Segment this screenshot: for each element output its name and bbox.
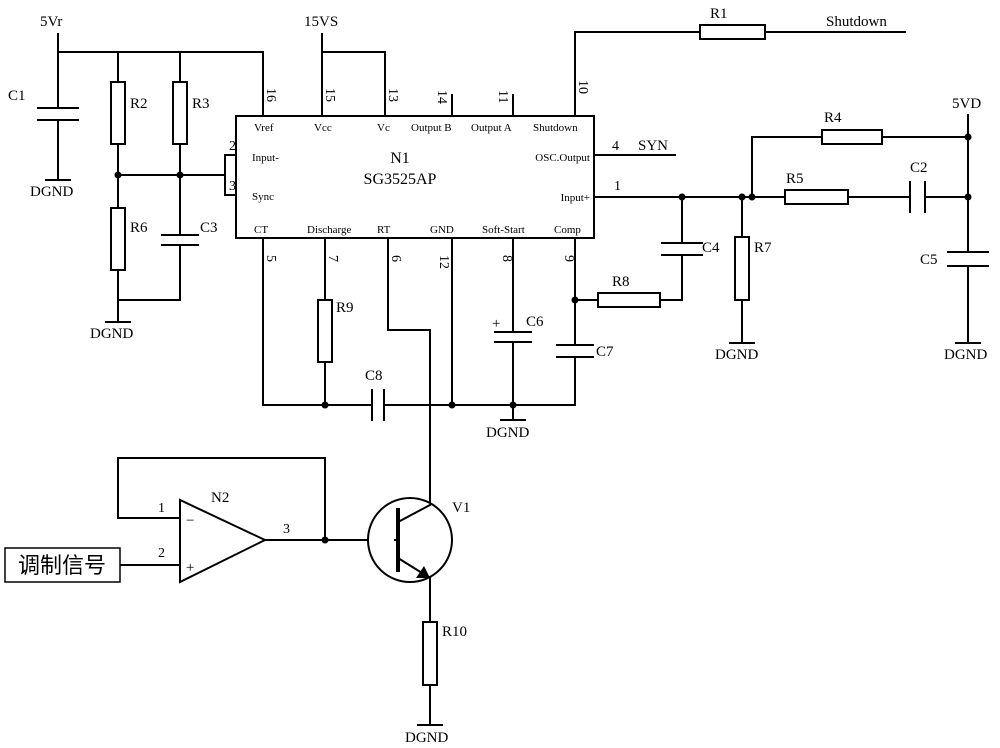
c6-polarity-plus: + bbox=[492, 316, 500, 332]
pin-name-ct: CT bbox=[254, 224, 268, 236]
ic-sg3525ap: N1 SG3525AP Vref Vcc Vc Output B Output … bbox=[229, 80, 621, 269]
chip-designator: N1 bbox=[390, 150, 410, 167]
pin-number-7: 7 bbox=[325, 255, 340, 262]
capacitor-c1 bbox=[38, 108, 78, 120]
pin-name-input-plus: Input+ bbox=[561, 192, 590, 204]
pin-name-vcc: Vcc bbox=[314, 122, 332, 134]
ground-label-4: DGND bbox=[944, 347, 987, 363]
pin-number-16: 16 bbox=[263, 88, 278, 102]
pin-number-2: 2 bbox=[229, 139, 236, 154]
label-c2: C2 bbox=[910, 160, 928, 176]
opamp-pin-2: 2 bbox=[158, 546, 165, 561]
capacitor-c7 bbox=[557, 345, 593, 357]
label-c8: C8 bbox=[365, 368, 383, 384]
capacitor-c4 bbox=[662, 243, 702, 255]
capacitor-c3 bbox=[162, 235, 198, 245]
capacitor-c5 bbox=[948, 252, 988, 266]
label-r10: R10 bbox=[442, 624, 467, 640]
resistor-r7 bbox=[735, 237, 749, 300]
pin-name-osc-output: OSC.Output bbox=[535, 152, 590, 164]
label-c6: C6 bbox=[526, 314, 544, 330]
label-r4: R4 bbox=[824, 110, 842, 126]
pin-number-10: 10 bbox=[575, 80, 590, 94]
rail-15vs-label: 15VS bbox=[304, 14, 338, 30]
pin-number-5: 5 bbox=[263, 255, 278, 262]
chip-part-number: SG3525AP bbox=[364, 171, 437, 188]
resistor-r4 bbox=[822, 130, 882, 144]
pin-number-6: 6 bbox=[388, 255, 403, 262]
ground-label-3: DGND bbox=[715, 347, 758, 363]
label-r7: R7 bbox=[754, 240, 772, 256]
opamp-pin-1: 1 bbox=[158, 501, 165, 516]
resistor-r10 bbox=[423, 622, 437, 685]
label-n2: N2 bbox=[211, 490, 229, 506]
pin-name-rt: RT bbox=[377, 224, 391, 236]
input-signal-label: 调制信号 bbox=[18, 554, 106, 579]
pin-number-1: 1 bbox=[614, 179, 621, 194]
label-r9: R9 bbox=[336, 300, 354, 316]
label-v1: V1 bbox=[452, 500, 470, 516]
resistor-r1 bbox=[700, 25, 765, 39]
label-r2: R2 bbox=[130, 96, 148, 112]
pin-name-discharge: Discharge bbox=[307, 224, 352, 236]
label-c4: C4 bbox=[702, 240, 720, 256]
pin-name-soft-start: Soft-Start bbox=[482, 224, 525, 236]
opamp-pin-3: 3 bbox=[283, 522, 290, 537]
pin-number-13: 13 bbox=[385, 88, 400, 102]
pin-number-14: 14 bbox=[434, 90, 449, 104]
transistor-v1 bbox=[368, 498, 452, 582]
ground-label-2: DGND bbox=[90, 326, 133, 342]
label-c3: C3 bbox=[200, 220, 218, 236]
pin-name-sync: Sync bbox=[252, 191, 274, 203]
resistor-r2 bbox=[111, 82, 125, 144]
ground-label-6: DGND bbox=[405, 730, 448, 746]
label-r8: R8 bbox=[612, 274, 630, 290]
label-c1: C1 bbox=[8, 88, 26, 104]
pin-number-15: 15 bbox=[322, 88, 337, 102]
pin-number-4: 4 bbox=[612, 139, 619, 154]
resistor-r8 bbox=[598, 293, 660, 307]
pin-name-vc: Vc bbox=[377, 122, 390, 134]
pin-name-vref: Vref bbox=[254, 122, 274, 134]
opamp-plus-sign: + bbox=[186, 560, 194, 576]
resistor-r9 bbox=[318, 300, 332, 362]
shutdown-net-label: Shutdown bbox=[826, 14, 887, 30]
resistor-r6 bbox=[111, 208, 125, 270]
pin-number-12: 12 bbox=[436, 255, 451, 269]
capacitor-c2 bbox=[910, 182, 925, 212]
capacitor-c8 bbox=[372, 390, 384, 420]
resistor-r5 bbox=[785, 190, 848, 204]
label-c5: C5 bbox=[920, 252, 938, 268]
pin-name-gnd: GND bbox=[430, 224, 454, 236]
label-r3: R3 bbox=[192, 96, 210, 112]
pin-name-shutdown: Shutdown bbox=[533, 122, 578, 134]
label-r5: R5 bbox=[786, 171, 804, 187]
label-c7: C7 bbox=[596, 344, 614, 360]
resistor-r3 bbox=[173, 82, 187, 144]
label-r6: R6 bbox=[130, 220, 148, 236]
rail-5vd-label: 5VD bbox=[952, 96, 981, 112]
opamp-minus-sign: − bbox=[186, 513, 194, 529]
pin-number-8: 8 bbox=[499, 255, 514, 262]
rail-5vr-label: 5Vr bbox=[40, 14, 62, 30]
pin-name-comp: Comp bbox=[554, 224, 581, 236]
input-signal-box: 调制信号 bbox=[5, 548, 120, 582]
ground-label-5: DGND bbox=[486, 425, 529, 441]
pin-number-3: 3 bbox=[229, 179, 236, 194]
syn-net-label: SYN bbox=[638, 138, 668, 154]
pin-number-11: 11 bbox=[495, 90, 510, 103]
pin-name-output-a: Output A bbox=[471, 122, 512, 134]
label-r1: R1 bbox=[710, 6, 728, 22]
ground-label-1: DGND bbox=[30, 184, 73, 200]
pin-name-output-b: Output B bbox=[411, 122, 452, 134]
pin-name-input-minus: Input- bbox=[252, 152, 279, 164]
pin-number-9: 9 bbox=[561, 255, 576, 262]
